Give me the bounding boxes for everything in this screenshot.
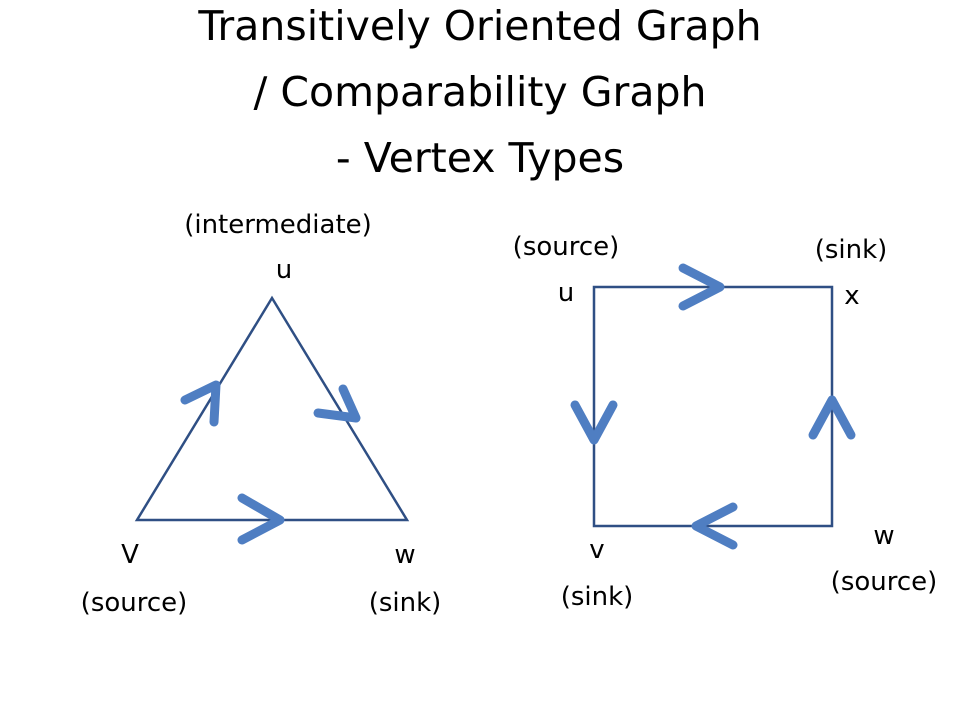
arrow-u-to-x xyxy=(678,263,725,311)
arrow-v-to-w xyxy=(237,493,285,545)
arrow-u-to-w xyxy=(313,384,361,423)
arrow-u-to-v xyxy=(570,400,618,445)
triangle-right-type: (sink) xyxy=(369,588,442,618)
arrow-v-to-u xyxy=(180,380,221,427)
triangle-edges xyxy=(134,295,410,522)
square-bottom-left-type: (sink) xyxy=(561,582,634,612)
title-line-1: Transitively Oriented Graph xyxy=(198,2,762,50)
triangle-left-type: (source) xyxy=(81,588,188,618)
square-top-left-vertex: u xyxy=(558,278,574,308)
square-top-left-type: (source) xyxy=(513,232,620,262)
title-line-3: - Vertex Types xyxy=(335,134,625,182)
square-edges xyxy=(592,285,834,528)
triangle-left-vertex: V xyxy=(121,540,139,570)
square-bottom-left-vertex: v xyxy=(589,535,604,565)
square-graph: (source) u (sink) x v (sink) w (source) xyxy=(513,232,938,612)
square-top-right-type: (sink) xyxy=(815,235,888,265)
triangle-graph: (intermediate) u V (source) w (sink) xyxy=(81,210,442,618)
square-top-right-vertex: x xyxy=(844,281,859,311)
square-bottom-right-type: (source) xyxy=(831,567,938,597)
arrow-w-to-v xyxy=(691,502,738,550)
square-bottom-right-vertex: w xyxy=(873,521,894,551)
title-line-2: / Comparability Graph xyxy=(253,68,707,116)
triangle-right-vertex: w xyxy=(394,540,415,570)
triangle-top-type: (intermediate) xyxy=(184,210,372,240)
arrow-w-to-x xyxy=(808,395,856,440)
triangle-top-vertex: u xyxy=(276,255,292,285)
